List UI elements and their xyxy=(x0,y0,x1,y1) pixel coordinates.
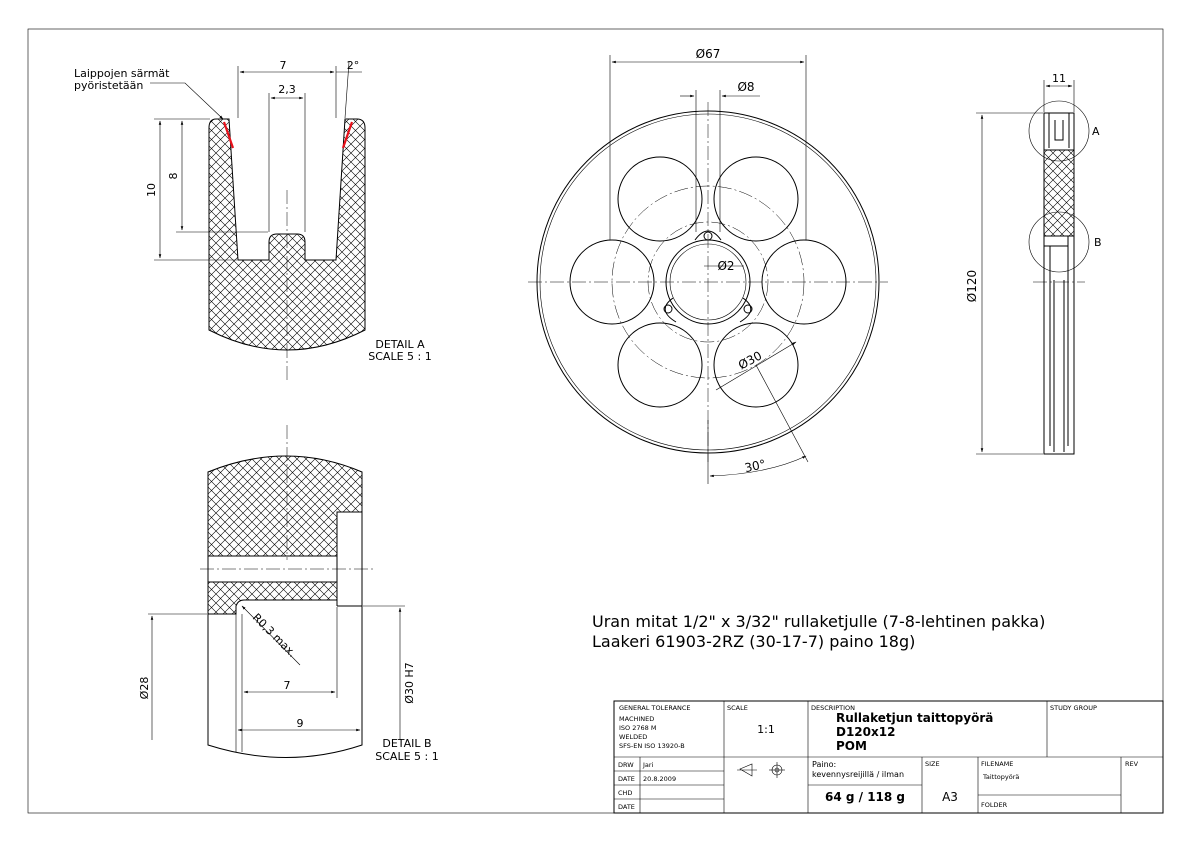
detail-b-outline xyxy=(207,511,363,758)
desc-header: DESCRIPTION xyxy=(811,704,855,712)
rounded-edge-mark-left xyxy=(222,121,235,149)
note-leader xyxy=(150,82,224,120)
detail-a-view: Laippojen särmät pyöristetään 7 2° 2,3 1… xyxy=(74,59,432,380)
chd-label: CHD xyxy=(618,789,632,797)
pin-hole xyxy=(663,304,673,314)
dim-phi28: Ø28 xyxy=(138,677,151,700)
date-value: 20.8.2009 xyxy=(643,775,676,783)
drw-label: DRW xyxy=(618,761,634,769)
dim-angle-30: 30° xyxy=(743,457,767,475)
lightening-hole xyxy=(617,156,703,242)
tol-welded: WELDED xyxy=(619,733,647,741)
detail-a-tag: A xyxy=(1092,125,1100,138)
tol-iso: ISO 2768 M xyxy=(619,724,656,732)
size-value: A3 xyxy=(942,790,958,804)
projection-symbol xyxy=(737,762,785,778)
extension-line xyxy=(755,364,809,463)
dim-10: 10 xyxy=(145,183,158,197)
detail-a-label: DETAIL A xyxy=(375,338,425,351)
dim-phi67: Ø67 xyxy=(696,47,721,61)
desc-line3: POM xyxy=(836,739,867,753)
dim-7: 7 xyxy=(284,679,291,692)
radius-leader xyxy=(241,605,301,666)
dim-8: 8 xyxy=(167,173,180,180)
hub-lobes xyxy=(664,230,752,323)
dim-phi30: Ø30 xyxy=(736,348,764,372)
side-view: 11 Ø120 A B xyxy=(965,72,1102,455)
dim-angle: 2° xyxy=(347,59,360,72)
lightening-hole xyxy=(569,239,655,325)
rev-header: REV xyxy=(1125,760,1139,768)
filename-header: FILENAME xyxy=(981,760,1013,768)
extension-line xyxy=(344,61,350,119)
detail-b-scale: SCALE 5 : 1 xyxy=(375,750,438,763)
filename-value: Taittopyörä xyxy=(982,773,1019,781)
dim-phi30-h7: Ø30 H7 xyxy=(403,662,416,703)
detail-b-label: DETAIL B xyxy=(382,737,431,750)
date-label: DATE xyxy=(618,775,635,783)
side-outline xyxy=(1043,112,1075,455)
scale-header: SCALE xyxy=(727,704,748,712)
dim-11: 11 xyxy=(1052,72,1066,85)
detail-a-circle xyxy=(1028,100,1090,162)
detail-b-tag: B xyxy=(1094,236,1102,249)
note-line-1: Uran mitat 1/2" x 3/32" rullaketjulle (7… xyxy=(592,612,1045,631)
detail-a-scale: SCALE 5 : 1 xyxy=(368,350,431,363)
edge-note-line1: Laippojen särmät xyxy=(74,67,170,80)
desc-line1: Rullaketjun taittopyörä xyxy=(836,711,993,725)
dim-2-3: 2,3 xyxy=(278,83,296,96)
tol-machined: MACHINED xyxy=(619,715,654,723)
dim-phi2: Ø2 xyxy=(717,259,734,273)
folder-header: FOLDER xyxy=(981,801,1008,809)
title-block: GENERAL TOLERANCE MACHINED ISO 2768 M WE… xyxy=(613,700,1164,814)
study-group-header: STUDY GROUP xyxy=(1050,704,1097,712)
tol-sfs: SFS-EN ISO 13920-B xyxy=(619,742,685,750)
dim-phi8: Ø8 xyxy=(737,80,754,94)
side-hatch xyxy=(1043,149,1075,237)
drw-value: Jari xyxy=(642,761,654,769)
dim-phi120: Ø120 xyxy=(965,270,979,302)
desc-line2: D120x12 xyxy=(836,725,895,739)
sheet-border xyxy=(27,28,1164,814)
note-line-2: Laakeri 61903-2RZ (30-17-7) paino 18g) xyxy=(592,632,915,651)
weight-value: 64 g / 118 g xyxy=(825,790,905,804)
detail-b-top-section xyxy=(207,455,363,557)
dim-radius: R0,3 max. xyxy=(250,611,299,660)
scale-value: 1:1 xyxy=(757,723,775,736)
dimension-line xyxy=(715,341,797,391)
edge-note-line2: pyöristetään xyxy=(74,79,143,92)
angle-arc xyxy=(709,455,807,478)
pin-hole xyxy=(703,231,713,241)
lightening-hole xyxy=(713,322,799,408)
front-view: Ø67 Ø8 Ø2 Ø30 30° xyxy=(528,47,888,484)
date2-label: DATE xyxy=(618,803,635,811)
tol-header: GENERAL TOLERANCE xyxy=(619,704,691,712)
detail-b-lower-section xyxy=(207,581,338,615)
paino-line1: Paino: xyxy=(812,760,836,769)
detail-b-circle xyxy=(1028,211,1090,273)
rounded-edge-mark-right xyxy=(341,121,354,149)
lightening-hole xyxy=(617,322,703,408)
lightening-hole xyxy=(713,156,799,242)
dim-7: 7 xyxy=(280,59,287,72)
dim-9: 9 xyxy=(297,717,304,730)
bearing-inner xyxy=(669,243,747,321)
size-header: SIZE xyxy=(925,760,940,768)
pin-hole xyxy=(743,304,753,314)
paino-line2: kevennysreijillä / ilman xyxy=(812,770,904,779)
detail-b-view: R0,3 max. Ø28 Ø30 H7 7 9 DETAIL B SCALE … xyxy=(138,425,439,763)
lightening-hole xyxy=(761,239,847,325)
